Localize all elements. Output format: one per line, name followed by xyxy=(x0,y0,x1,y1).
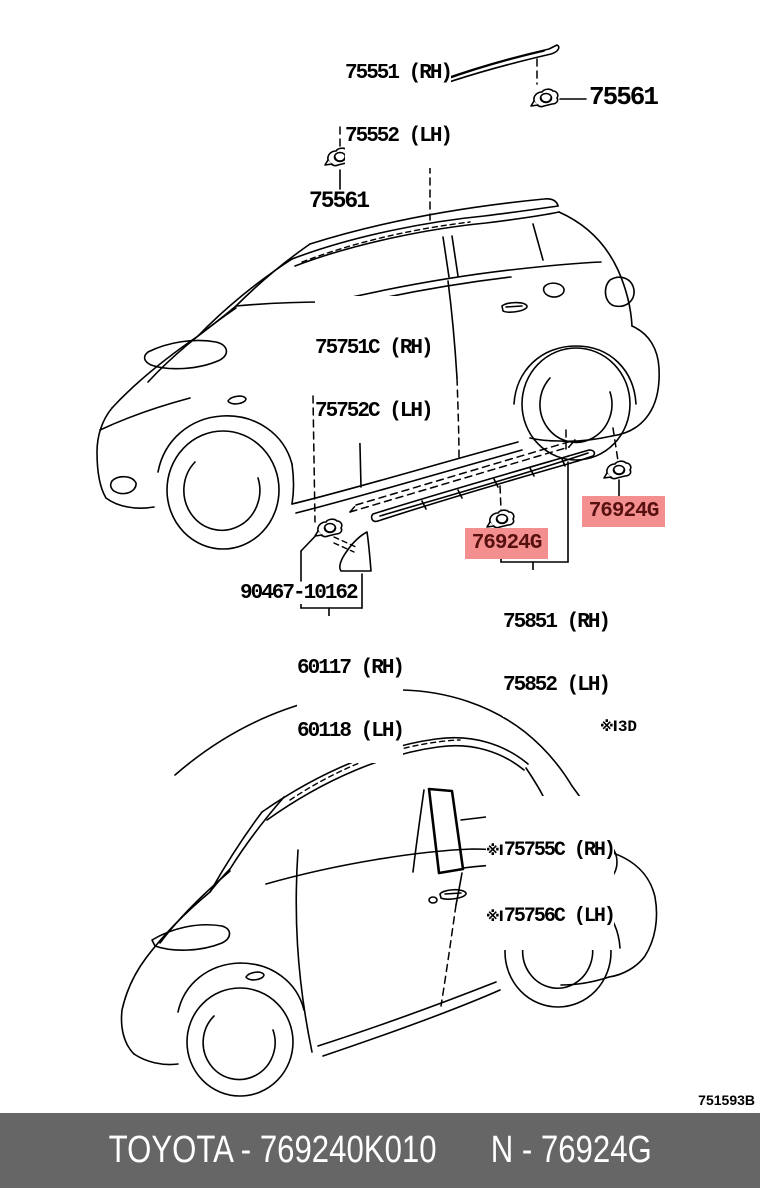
callout-roof-moulding-lh[interactable]: 75552 (LH) xyxy=(345,125,453,148)
quarter-tape-drawing xyxy=(427,787,487,875)
callout-sill-clip-right-highlighted[interactable]: 76924G xyxy=(582,496,665,527)
callout-quarter-tape[interactable]: ※I 75755C (RH) ※I 75756C (LH) xyxy=(486,796,616,950)
callout-sill-moulding[interactable]: 75851 (RH) 75852 (LH) xyxy=(503,570,611,717)
callout-roof-moulding-rh[interactable]: 75551 (RH) xyxy=(345,62,453,85)
footer-bar: TOYOTA - 769240K010 N - 76924G xyxy=(0,1113,760,1188)
callout-front-door-tape-lh[interactable]: 75752C (LH) xyxy=(315,400,434,423)
fender-garnish-drawing xyxy=(300,528,372,617)
moulding-clip-icon xyxy=(486,509,515,529)
drawing-code: 751593B xyxy=(698,1092,755,1108)
callout-roof-clip-mid[interactable]: 75561 xyxy=(309,188,370,214)
callout-quarter-tape-lh[interactable]: ※I 75756C (LH) xyxy=(486,905,616,928)
moulding-clip-icon xyxy=(530,88,559,108)
footer-part-number: TOYOTA - 769240K010 xyxy=(108,1129,437,1171)
leader-dash xyxy=(312,395,316,523)
callout-front-door-tape-rh[interactable]: 75751C (RH) xyxy=(315,337,434,360)
callout-roof-moulding[interactable]: 75551 (RH) 75552 (LH) xyxy=(345,21,453,168)
callout-fender-garnish-rh[interactable]: 60117 (RH) xyxy=(297,657,405,680)
callout-quarter-tape-rh[interactable]: ※I 75755C (RH) xyxy=(486,839,616,862)
rocker-moulding-drawing xyxy=(349,439,596,571)
note-text: 3D xyxy=(617,718,638,736)
footer-part-ref: N - 76924G xyxy=(490,1129,652,1171)
callout-fender-garnish-lh[interactable]: 60118 (LH) xyxy=(297,720,405,743)
three-door-note: ※I 3D xyxy=(600,718,638,736)
note-marker: ※I xyxy=(600,719,618,735)
footer-text: TOYOTA - 769240K010 N - 76924G xyxy=(108,1129,651,1172)
moulding-clip-icon xyxy=(603,460,632,480)
callout-sill-moulding-rh[interactable]: 75851 (RH) xyxy=(503,611,611,634)
callout-roof-clip-top[interactable]: 75561 xyxy=(589,82,659,112)
leader-dash xyxy=(612,427,619,462)
car-five-door-drawing xyxy=(96,198,660,550)
callout-garnish-clip[interactable]: 90467-10162 xyxy=(240,582,359,605)
callout-fender-garnish[interactable]: 60117 (RH) 60118 (LH) xyxy=(297,616,405,763)
callout-sill-moulding-lh[interactable]: 75852 (LH) xyxy=(503,674,611,697)
callout-sill-clip-left-highlighted[interactable]: 76924G xyxy=(465,528,548,559)
garnish-clip-icon xyxy=(314,518,343,538)
leader-dash xyxy=(499,485,502,511)
callout-front-door-tape[interactable]: 75751C (RH) 75752C (LH) xyxy=(315,296,434,443)
note-marker: ※I xyxy=(486,909,504,925)
note-marker: ※I xyxy=(486,843,504,859)
